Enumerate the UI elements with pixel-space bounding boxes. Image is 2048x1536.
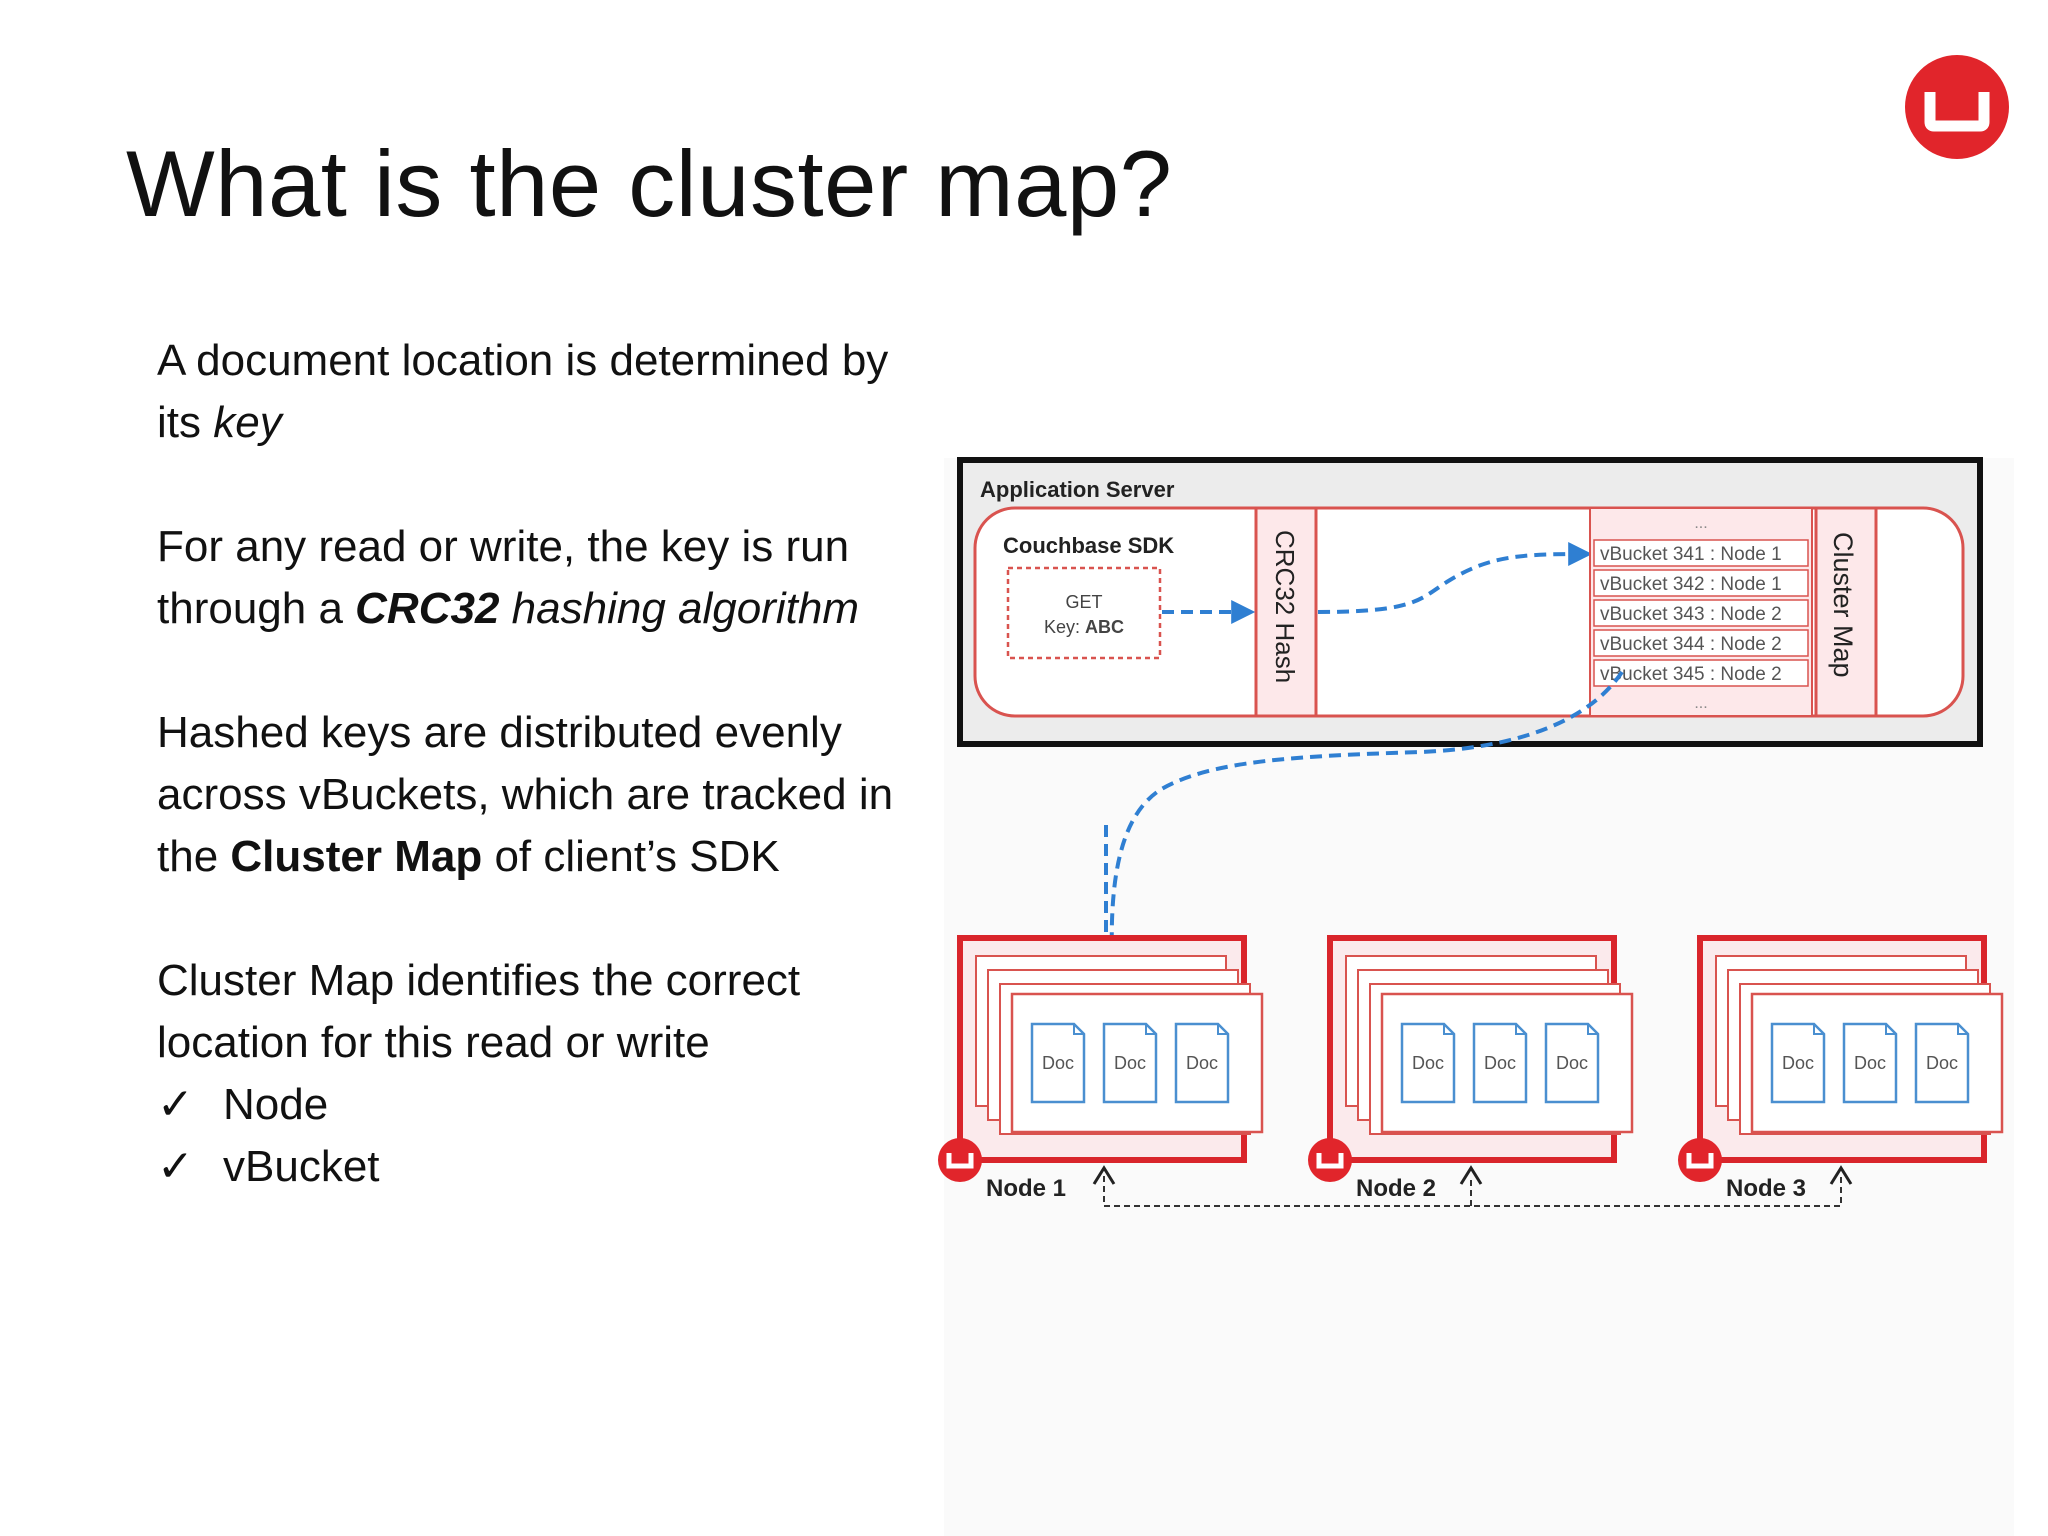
check-icon: ✓ (157, 1080, 194, 1129)
ellipsis-bottom: ... (1694, 695, 1707, 712)
doc-label: Doc (1412, 1053, 1444, 1073)
request-method: GET (1065, 592, 1102, 612)
vbucket-row-text: vBucket 345 : Node 2 (1600, 664, 1782, 685)
up-arrow-node2 (1459, 1165, 1483, 1185)
doc-icon (1914, 1022, 1970, 1104)
bullet-text-block: A document location is determined by its… (157, 330, 917, 1198)
doc-icon (1544, 1022, 1600, 1104)
doc-label: Doc (1926, 1053, 1958, 1073)
cluster-map-column (1814, 506, 1878, 718)
paragraph-vbuckets: Hashed keys are distributed evenly acros… (157, 708, 894, 881)
checklist-item-vbucket: ✓ vBucket (157, 1136, 917, 1198)
doc-label: Doc (1556, 1053, 1588, 1073)
get-request-box (1006, 566, 1162, 660)
cluster-map-label: Cluster Map (1828, 532, 1858, 678)
node-label: Node 1 (986, 1175, 1066, 1202)
crc32-hash-label: CRC32 Hash (1270, 530, 1300, 683)
vbucket-row-text: vBucket 344 : Node 2 (1600, 634, 1782, 655)
vbucket-row (1593, 629, 1809, 657)
doc-icon (1102, 1022, 1158, 1104)
vbucket-row-text: vBucket 341 : Node 1 (1600, 544, 1782, 565)
doc-icon (1174, 1022, 1230, 1104)
doc-icon (1770, 1022, 1826, 1104)
vbucket-row-text: vBucket 342 : Node 1 (1600, 574, 1782, 595)
app-server-label: Application Server (980, 477, 1175, 502)
ellipsis-top: ... (1694, 515, 1707, 532)
checklist-item-node: ✓ Node (157, 1074, 917, 1136)
doc-icon (1842, 1022, 1898, 1104)
paragraph-key-location: A document location is determined by its… (157, 336, 889, 447)
doc-label: Doc (1782, 1053, 1814, 1073)
doc-label: Doc (1114, 1053, 1146, 1073)
doc-label: Doc (1484, 1053, 1516, 1073)
crc32-term: CRC32 (355, 584, 500, 633)
key-emphasis: key (213, 398, 282, 447)
crc32-hash-column (1254, 506, 1318, 718)
doc-icon (1030, 1022, 1086, 1104)
vbucket-row (1593, 659, 1809, 687)
checklist: ✓ Node ✓ vBucket (157, 1074, 917, 1198)
sdk-label: Couchbase SDK (1003, 533, 1174, 558)
node-label: Node 2 (1356, 1175, 1436, 1202)
paragraph-crc32: For any read or write, the key is run th… (157, 522, 859, 633)
slide-title: What is the cluster map? (126, 131, 1173, 236)
node-connector (1103, 1176, 1842, 1207)
vbucket-table: ... vBucket 341 : Node 1 vBucket 342 : No… (1589, 507, 1813, 717)
cluster-map-term: Cluster Map (230, 832, 483, 881)
couchbase-logo (1905, 55, 2009, 159)
flow-arrow-to-node1 (1099, 670, 1624, 963)
up-arrow-node1 (1092, 1165, 1116, 1185)
vbucket-row-text: vBucket 343 : Node 2 (1600, 604, 1782, 625)
request-key: Key: ABC (1044, 617, 1124, 637)
vbucket-row (1593, 539, 1809, 567)
doc-label: Doc (1042, 1053, 1074, 1073)
flow-arrow-to-map (1317, 542, 1593, 614)
vbucket-row (1593, 569, 1809, 597)
node-logo (1308, 1138, 1352, 1182)
vbucket-row (1593, 599, 1809, 627)
node-logo (938, 1138, 982, 1182)
up-arrow-node3 (1829, 1165, 1853, 1185)
doc-icon (1400, 1022, 1456, 1104)
check-icon: ✓ (157, 1142, 194, 1191)
doc-label: Doc (1854, 1053, 1886, 1073)
paragraph-identifies: Cluster Map identifies the correct locat… (157, 956, 801, 1067)
node-logo (1678, 1138, 1722, 1182)
node-label: Node 3 (1726, 1175, 1806, 1202)
doc-icon (1472, 1022, 1528, 1104)
doc-label: Doc (1186, 1053, 1218, 1073)
